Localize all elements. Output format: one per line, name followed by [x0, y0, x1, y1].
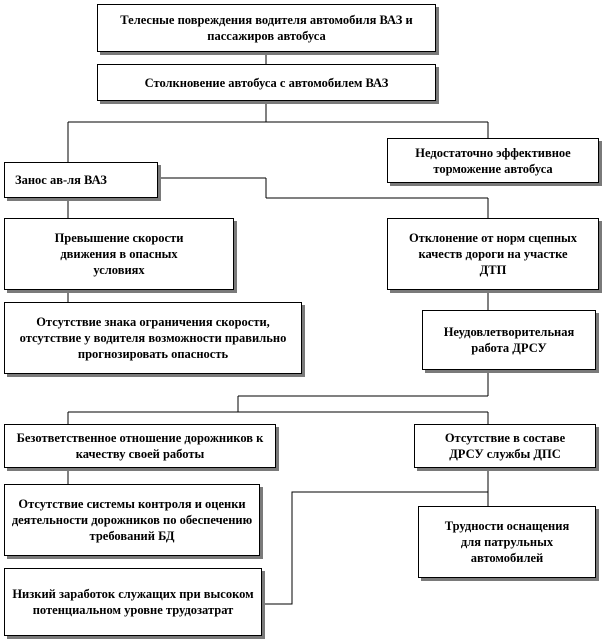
- node-collision-text: Столкновение автобуса с автомобилем ВАЗ: [144, 75, 389, 90]
- node-patrol-equip: Трудности оснащения для патрульных автом…: [418, 506, 596, 578]
- node-low-salary: Низкий заработок служащих при высоком по…: [4, 568, 262, 636]
- node-injuries-text: Телесные повреждения водителя автомобиля…: [120, 13, 413, 43]
- node-drsu-work: Неудовлетворительная работа ДРСУ: [422, 310, 596, 370]
- node-injuries: Телесные повреждения водителя автомобиля…: [97, 4, 436, 52]
- node-patrol-equip-text: Трудности оснащения для патрульных автом…: [444, 519, 570, 565]
- node-no-control: Отсутствие системы контроля и оценки дея…: [4, 484, 260, 556]
- node-no-dps: Отсутствие в составе ДРСУ службы ДПС: [414, 424, 596, 468]
- node-drsu-work-text: Неудовлетворительная работа ДРСУ: [443, 325, 575, 355]
- node-no-sign: Отсутствие знака ограничения скорости, о…: [4, 302, 302, 374]
- node-road-grip-text: Отклонение от норм сцепных качеств дорог…: [408, 231, 578, 277]
- node-no-sign-text: Отсутствие знака ограничения скорости, о…: [19, 315, 287, 361]
- node-speeding: Превышение скорости движения в опасных у…: [4, 218, 234, 290]
- node-braking-text: Недостаточно эффективное торможение авто…: [415, 145, 571, 176]
- node-negligence-text: Безответственное отношение дорожников к …: [16, 431, 264, 461]
- node-braking: Недостаточно эффективное торможение авто…: [387, 138, 599, 183]
- node-skid-text: Занос ав-ля ВАЗ: [15, 173, 107, 187]
- node-collision: Столкновение автобуса с автомобилем ВАЗ: [97, 64, 436, 101]
- node-skid: Занос ав-ля ВАЗ: [4, 162, 158, 198]
- node-no-dps-text: Отсутствие в составе ДРСУ службы ДПС: [444, 431, 566, 461]
- node-speeding-text: Превышение скорости движения в опасных у…: [54, 231, 184, 277]
- node-negligence: Безответственное отношение дорожников к …: [4, 424, 276, 468]
- node-no-control-text: Отсутствие системы контроля и оценки дея…: [11, 497, 253, 543]
- node-road-grip: Отклонение от норм сцепных качеств дорог…: [387, 218, 599, 290]
- node-low-salary-text: Низкий заработок служащих при высоком по…: [12, 587, 254, 617]
- connector-salary-nodps: [262, 491, 488, 605]
